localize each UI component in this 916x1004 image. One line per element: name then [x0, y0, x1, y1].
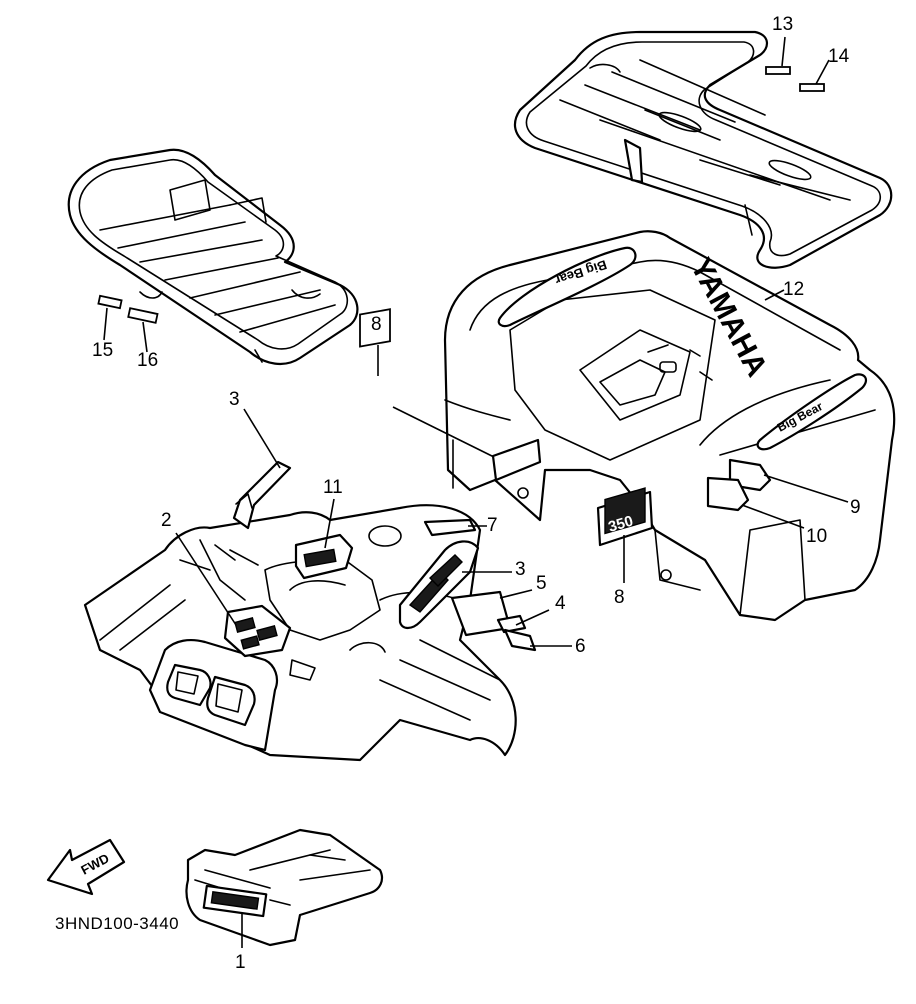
callout-15: 15 — [92, 340, 113, 361]
model-decal-left: Big Bear — [497, 246, 637, 328]
callout-labels: 1 2 3 3 4 5 6 7 8 8 9 10 11 12 13 14 15 … — [92, 14, 861, 973]
callout-16: 16 — [137, 350, 158, 371]
skid-plate — [185, 828, 384, 947]
displacement-text: 350 — [606, 513, 635, 536]
rear-carrier — [513, 30, 893, 269]
decal-14 — [799, 83, 825, 92]
callout-10: 10 — [806, 526, 827, 547]
displacement-decal: 350 — [596, 487, 654, 547]
callout-2: 2 — [161, 510, 172, 531]
decal-4 — [496, 614, 527, 634]
decal-8-rear — [359, 308, 391, 348]
callout-4: 4 — [555, 593, 566, 614]
callout-14: 14 — [828, 46, 850, 67]
front-carrier — [67, 148, 359, 366]
callout-1: 1 — [235, 952, 246, 973]
decal-6 — [503, 628, 537, 652]
callout-6: 6 — [575, 636, 586, 657]
callout-8-lower: 8 — [614, 587, 625, 608]
callout-11: 11 — [323, 477, 343, 498]
callout-3-lower: 3 — [515, 559, 526, 580]
rear-fender — [443, 230, 896, 622]
decal-13 — [765, 66, 791, 75]
callout-9: 9 — [850, 497, 861, 518]
leader-lines — [103, 36, 849, 948]
callout-3-upper: 3 — [229, 389, 240, 410]
callout-7: 7 — [487, 515, 498, 536]
front-fender — [83, 504, 517, 762]
decal-16 — [127, 307, 159, 324]
callout-12: 12 — [783, 279, 804, 300]
decal-15 — [97, 294, 123, 310]
callout-8-upper: 8 — [371, 314, 382, 335]
decal-3-loose — [232, 460, 292, 530]
fwd-direction-badge: FWD — [46, 838, 126, 896]
drawing-code: 3HND100-3440 — [55, 914, 179, 933]
callout-5: 5 — [536, 573, 547, 594]
callout-13: 13 — [772, 14, 793, 35]
